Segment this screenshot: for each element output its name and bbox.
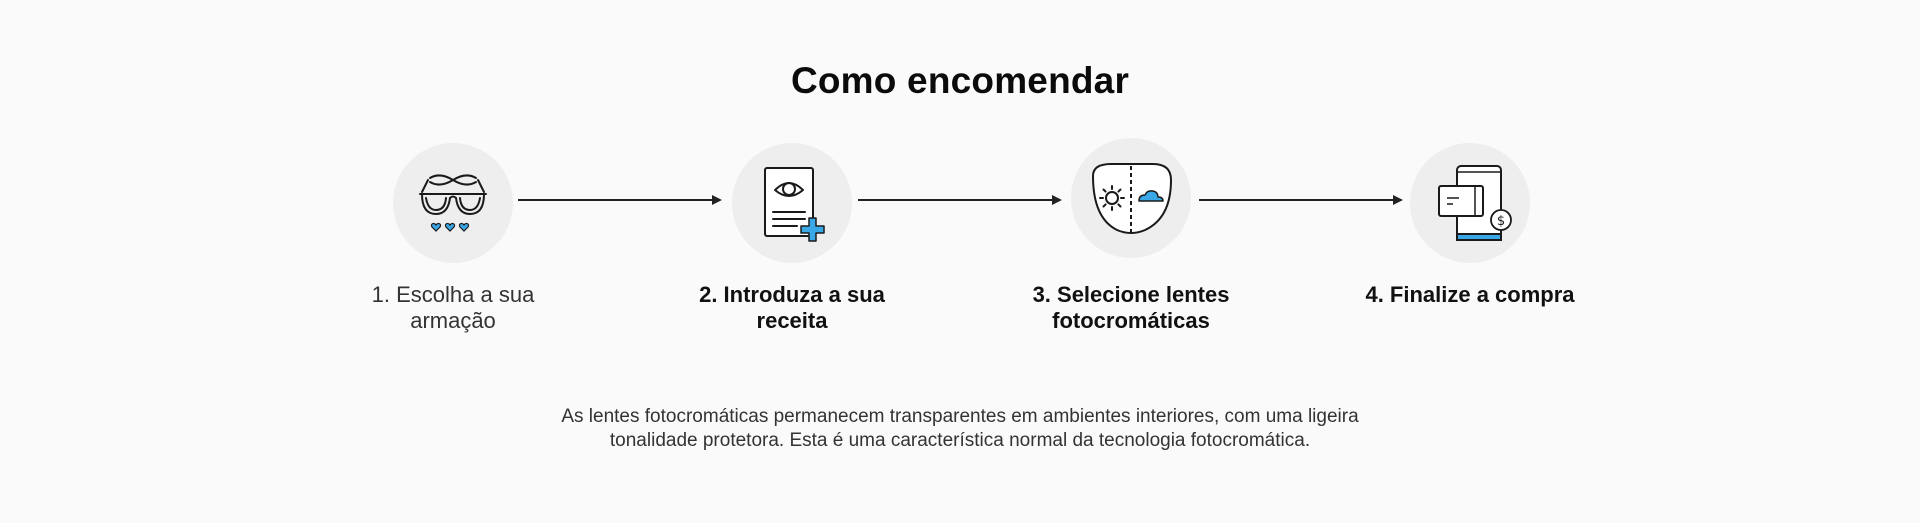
step-4-label: 4. Finalize a compra bbox=[1365, 282, 1575, 307]
step-3-icon-circle[interactable] bbox=[1071, 138, 1191, 258]
step-2-icon-circle[interactable] bbox=[732, 143, 852, 263]
step-3-label: 3. Selecione lentes fotocromáticas bbox=[1032, 282, 1230, 333]
photochromic-info-text: As lentes fotocromáticas permanecem tran… bbox=[561, 406, 1359, 451]
arrow-connector-2 bbox=[858, 194, 1062, 206]
arrow-connector-1 bbox=[518, 194, 722, 206]
prescription-document-icon bbox=[764, 167, 825, 242]
step-2-label: 2. Introduza a sua receita bbox=[699, 282, 885, 333]
step-1-label: 1. Escolha a sua armação bbox=[371, 282, 535, 333]
dollar-sign-icon: $ bbox=[1497, 214, 1505, 229]
sun-icon bbox=[1099, 185, 1125, 211]
steps-row: 1. Escolha a sua armação 2. Introduza a … bbox=[371, 138, 1575, 333]
glasses-hearts-icon bbox=[419, 174, 487, 232]
arrow-connector-3 bbox=[1199, 194, 1403, 206]
step-1-icon-circle[interactable] bbox=[393, 143, 513, 263]
step-4-icon-circle[interactable]: $ bbox=[1410, 143, 1530, 263]
cloud-icon bbox=[1138, 190, 1164, 202]
phone-payment-icon: $ bbox=[1438, 165, 1512, 241]
page-title: Como encomendar bbox=[790, 60, 1130, 101]
photochromic-lens-icon bbox=[1091, 163, 1173, 234]
